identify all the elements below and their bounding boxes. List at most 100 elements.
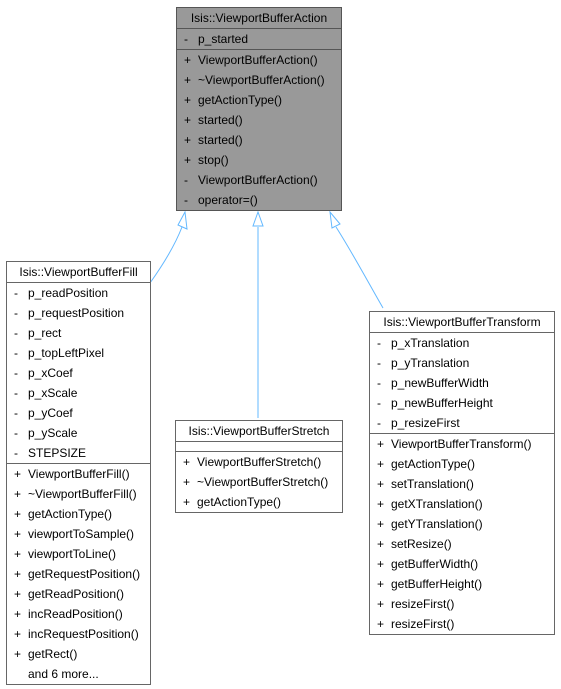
method-name: viewportToSample() xyxy=(28,527,135,541)
method-row[interactable]: +getBufferWidth() xyxy=(370,554,554,574)
method-name: getBufferHeight() xyxy=(391,577,483,591)
attribute-row[interactable]: -p_xScale xyxy=(7,383,150,403)
attribute-row[interactable]: -p_rect xyxy=(7,323,150,343)
method-name: operator=() xyxy=(198,193,258,207)
method-name: incReadPosition() xyxy=(28,607,123,621)
method-name: ViewportBufferFill() xyxy=(28,467,130,481)
method-row[interactable]: +~ViewportBufferAction() xyxy=(177,70,341,90)
methods-section: + ViewportBufferFill() +~ViewportBufferFil… xyxy=(7,464,150,684)
method-row[interactable]: +ViewportBufferStretch() xyxy=(176,452,342,472)
method-row[interactable]: + getReadPosition() xyxy=(7,584,150,604)
methods-section: +ViewportBufferTransform()+getActionType… xyxy=(370,434,554,634)
attribute-row[interactable]: -p_xCoef xyxy=(7,363,150,383)
class-name: Isis::ViewportBufferTransform xyxy=(370,312,554,333)
attribute-name: p_yTranslation xyxy=(391,356,470,370)
attribute-row[interactable]: -p_started xyxy=(177,29,341,49)
class-name: Isis::ViewportBufferStretch xyxy=(176,421,342,442)
arrowhead-transform xyxy=(329,210,341,229)
visibility-marker: + xyxy=(377,457,385,471)
method-row[interactable]: +~ViewportBufferStretch() xyxy=(176,472,342,492)
method-row[interactable]: +viewportToLine() xyxy=(7,544,150,564)
class-viewport-buffer-transform[interactable]: Isis::ViewportBufferTransform-p_xTransla… xyxy=(369,311,555,635)
method-row[interactable]: +getActionType() xyxy=(7,504,150,524)
attribute-name: p_yCoef xyxy=(28,406,73,420)
method-row[interactable]: +incRequestPosition() xyxy=(7,624,150,644)
visibility-marker: - xyxy=(14,366,18,380)
method-row[interactable]: + incReadPosition() xyxy=(7,604,150,624)
method-row[interactable]: +getRequestPosition() xyxy=(7,564,150,584)
method-row[interactable]: + ViewportBufferFill() xyxy=(7,464,150,484)
visibility-marker: + xyxy=(14,587,22,601)
method-row[interactable]: +resizeFirst() xyxy=(370,614,554,634)
method-row[interactable]: +ViewportBufferTransform() xyxy=(370,434,554,454)
visibility-marker: - xyxy=(14,326,18,340)
attribute-row[interactable]: -p_newBufferWidth xyxy=(370,373,554,393)
method-row[interactable]: +getActionType() xyxy=(176,492,342,512)
class-name: Isis::ViewportBufferFill xyxy=(7,262,150,283)
method-row[interactable]: +getXTranslation() xyxy=(370,494,554,514)
class-viewport-buffer-action[interactable]: Isis::ViewportBufferAction-p_started+Vie… xyxy=(176,7,342,211)
attribute-row[interactable]: -p_readPosition xyxy=(7,283,150,303)
attribute-row[interactable]: -p_xTranslation xyxy=(370,333,554,353)
attribute-row[interactable]: -p_newBufferHeight xyxy=(370,393,554,413)
attribute-name: p_xCoef xyxy=(28,366,73,380)
class-name: Isis::ViewportBufferAction xyxy=(177,8,341,29)
method-row[interactable]: +getActionType() xyxy=(370,454,554,474)
method-name: getRect() xyxy=(28,647,78,661)
method-name: setResize() xyxy=(391,537,452,551)
attribute-row[interactable]: -p_yScale xyxy=(7,423,150,443)
method-name: resizeFirst() xyxy=(391,617,455,631)
method-name: ~ViewportBufferStretch() xyxy=(197,475,329,489)
visibility-marker: - xyxy=(184,32,188,46)
attribute-row[interactable]: -p_yCoef xyxy=(7,403,150,423)
method-name: setTranslation() xyxy=(391,477,474,491)
attribute-row[interactable]: -STEPSIZE xyxy=(7,443,150,463)
method-row[interactable]: +ViewportBufferAction() xyxy=(177,50,341,70)
visibility-marker: - xyxy=(14,286,18,300)
visibility-marker: + xyxy=(184,113,192,127)
method-row[interactable]: +started() xyxy=(177,130,341,150)
visibility-marker: - xyxy=(14,346,18,360)
method-row[interactable]: +getYTranslation() xyxy=(370,514,554,534)
method-row[interactable]: +getRect() xyxy=(7,644,150,664)
method-row[interactable]: -ViewportBufferAction() xyxy=(177,170,341,190)
method-row[interactable]: +~ViewportBufferFill() xyxy=(7,484,150,504)
attribute-name: STEPSIZE xyxy=(28,446,87,460)
attributes-section: -p_xTranslation-p_yTranslation-p_newBuff… xyxy=(370,333,554,434)
method-name: viewportToLine() xyxy=(28,547,117,561)
visibility-marker: + xyxy=(377,557,385,571)
visibility-marker: + xyxy=(377,597,385,611)
attribute-name: p_topLeftPixel xyxy=(28,346,105,360)
visibility-marker: + xyxy=(183,455,191,469)
class-viewport-buffer-stretch[interactable]: Isis::ViewportBufferStretch+ViewportBuff… xyxy=(175,420,343,513)
methods-section: +ViewportBufferAction()+~ViewportBufferA… xyxy=(177,50,341,210)
visibility-marker: + xyxy=(14,607,22,621)
attribute-row[interactable]: -p_requestPosition xyxy=(7,303,150,323)
method-row[interactable]: +stop() xyxy=(177,150,341,170)
visibility-marker: + xyxy=(14,467,22,481)
attribute-name: p_xTranslation xyxy=(391,336,470,350)
method-row[interactable]: +resizeFirst() xyxy=(370,594,554,614)
visibility-marker: + xyxy=(184,73,192,87)
class-viewport-buffer-fill[interactable]: Isis::ViewportBufferFill-p_readPosition-… xyxy=(6,261,151,685)
method-row[interactable]: +viewportToSample() xyxy=(7,524,150,544)
visibility-marker: - xyxy=(14,446,18,460)
method-row[interactable]: + started() xyxy=(177,110,341,130)
method-row[interactable]: +getBufferHeight() xyxy=(370,574,554,594)
method-row[interactable]: +setResize() xyxy=(370,534,554,554)
methods-section: +ViewportBufferStretch()+~ViewportBuffer… xyxy=(176,452,342,512)
method-row[interactable]: +setTranslation() xyxy=(370,474,554,494)
attribute-name: p_newBufferWidth xyxy=(391,376,489,390)
more-members-link[interactable]: and 6 more... xyxy=(28,667,99,681)
attribute-row[interactable]: -p_resizeFirst xyxy=(370,413,554,433)
method-name: getReadPosition() xyxy=(28,587,125,601)
attribute-row[interactable]: -p_yTranslation xyxy=(370,353,554,373)
method-name: getActionType() xyxy=(198,93,283,107)
arrowhead-fill xyxy=(177,210,188,230)
attribute-row[interactable]: -p_topLeftPixel xyxy=(7,343,150,363)
method-row[interactable]: +getActionType() xyxy=(177,90,341,110)
method-name: started() xyxy=(198,113,243,127)
method-row[interactable]: -operator=() xyxy=(177,190,341,210)
visibility-marker: + xyxy=(377,437,385,451)
visibility-marker: + xyxy=(184,53,192,67)
